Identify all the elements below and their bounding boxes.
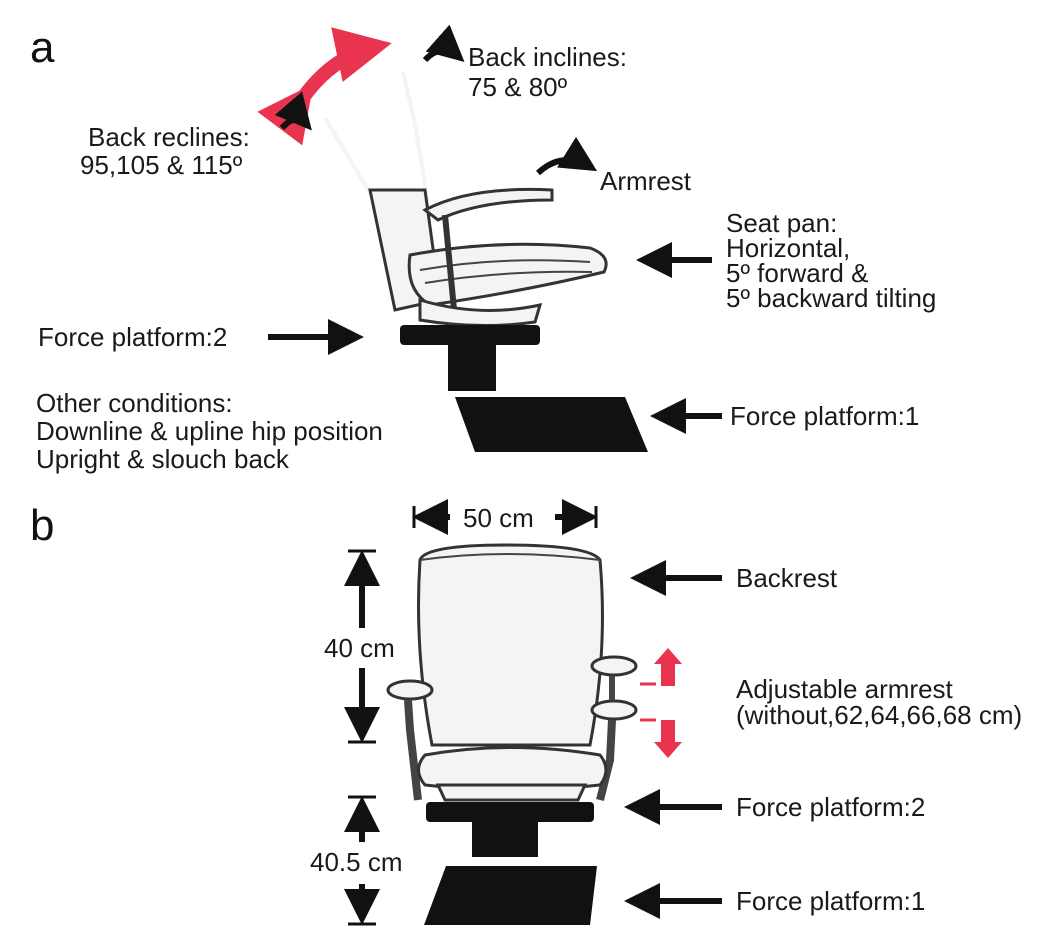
force-platform-2-a-label: Force platform:2: [38, 322, 227, 352]
force-platform-2-b: [426, 802, 594, 822]
adjustable-armrest-label: Adjustable armrest (without,62,64,66,68 …: [736, 674, 1022, 730]
backrest-dim-label: 40 cm: [324, 633, 395, 663]
back-inclines-label: Back inclines: 75 & 80º: [468, 42, 634, 102]
back-reclines-label: Back reclines: 95,105 & 115º: [80, 122, 257, 180]
panel-b-letter: b: [30, 501, 54, 550]
chair-post-b: [472, 822, 538, 857]
chair-front-view: [386, 543, 638, 802]
width-dim-label: 50 cm: [463, 503, 534, 533]
force-platform-2-b-label: Force platform:2: [736, 792, 925, 822]
seat-pan-label: Seat pan: Horizontal, 5º forward & 5º ba…: [726, 208, 936, 313]
panel-a-letter: a: [30, 23, 55, 72]
back-angle-double-arrow: [257, 27, 392, 146]
armrest-label: Armrest: [600, 166, 692, 196]
force-platform-1-b-label: Force platform:1: [736, 886, 925, 916]
force-platform-2-a: [400, 325, 540, 345]
back-inclines-curved-arrow: [422, 24, 465, 63]
force-platform-1-a: [455, 397, 648, 452]
backrest-label: Backrest: [736, 563, 838, 593]
other-conditions-label: Other conditions: Downline & upline hip …: [36, 388, 390, 474]
chair-post-a: [448, 345, 496, 391]
force-platform-1-a-label: Force platform:1: [730, 401, 919, 431]
seat-dim-label: 40.5 cm: [310, 847, 403, 877]
force-platform-1-b: [424, 866, 597, 925]
armrest-down-arrow: [654, 720, 682, 758]
back-reclines-curved-arrow: [274, 91, 312, 131]
armrest-up-arrow: [654, 648, 682, 686]
chair-side-view: [323, 71, 608, 328]
armrest-curved-arrow: [535, 136, 598, 176]
